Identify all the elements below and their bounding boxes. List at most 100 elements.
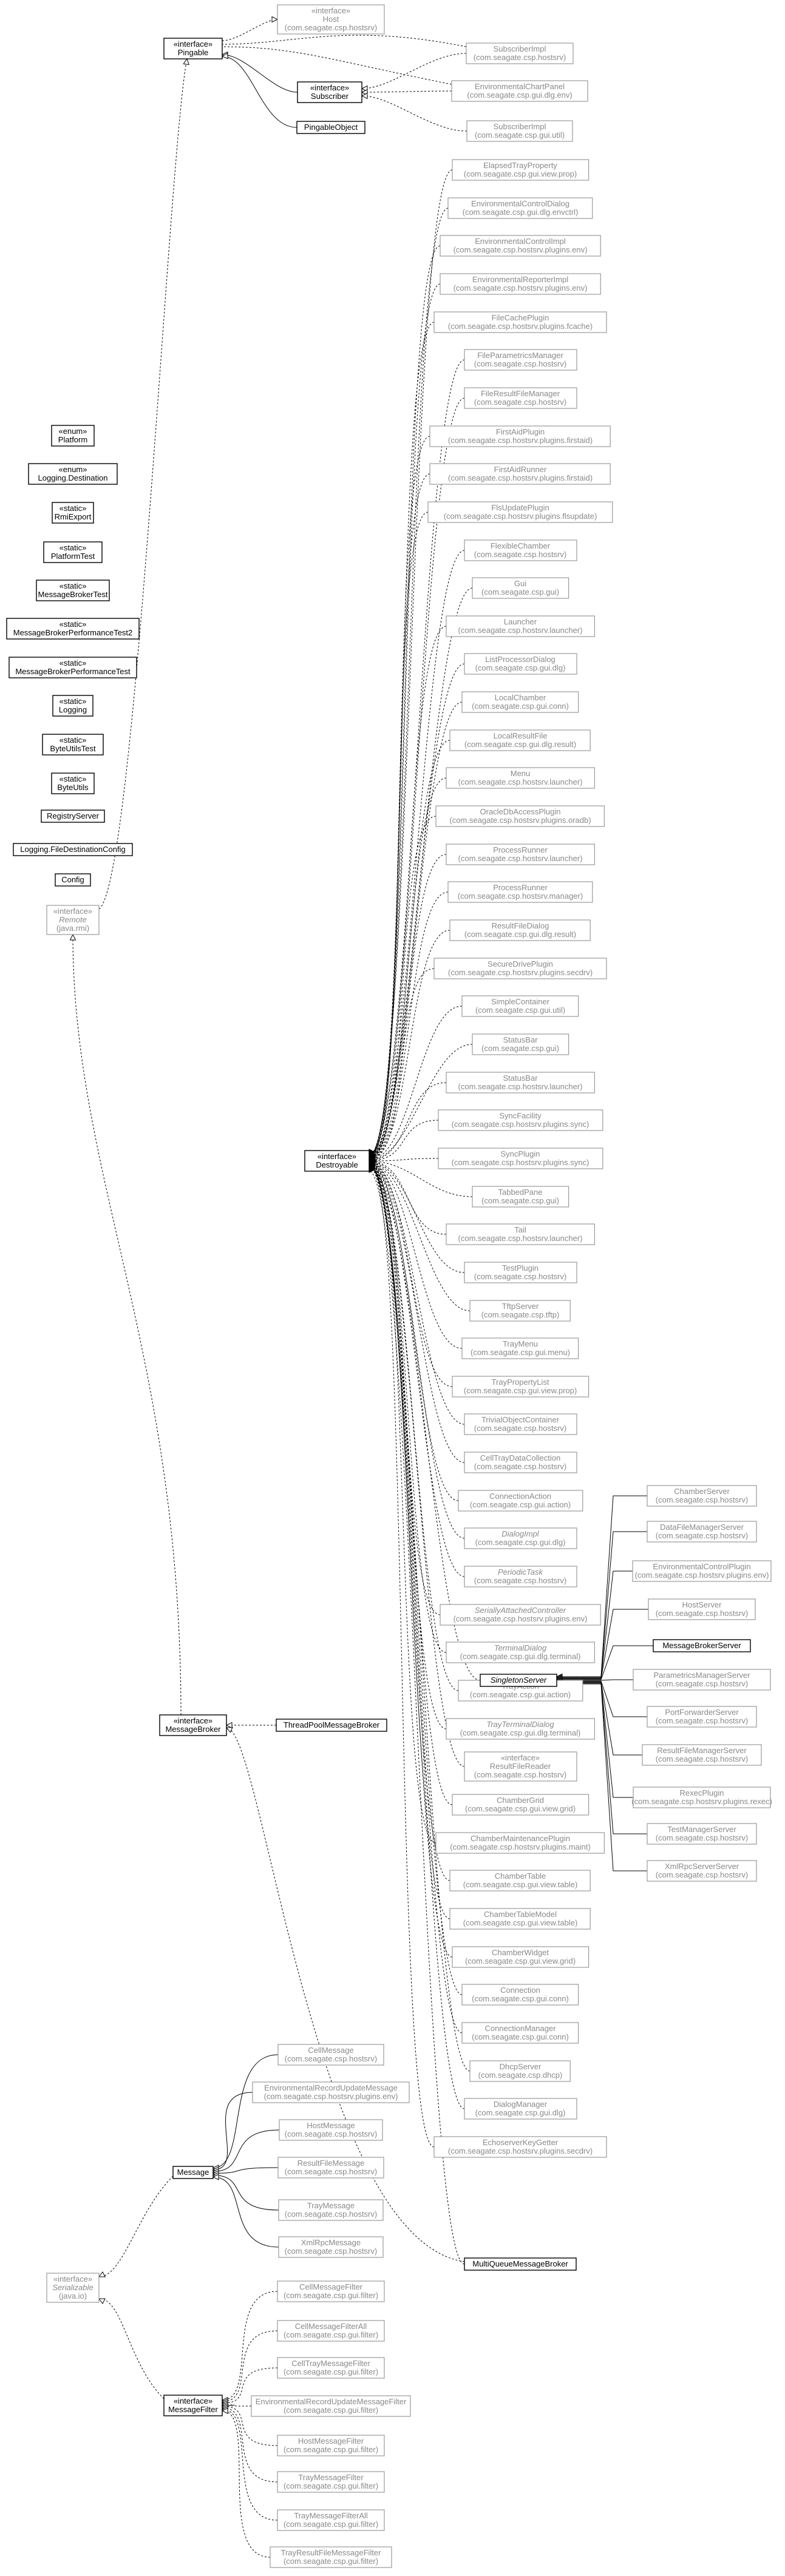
- class-environmentalrecordupdatemessage-m-1[interactable]: EnvironmentalRecordUpdateMessage(com.sea…: [252, 2081, 410, 2103]
- class-traymessagefilter-f-5[interactable]: TrayMessageFilter(com.seagate.csp.gui.fi…: [277, 2471, 385, 2493]
- class-environmentalreporterimpl-d-3[interactable]: EnvironmentalReporterImpl(com.seagate.cs…: [440, 273, 601, 295]
- class-dialogmanager-d-51[interactable]: DialogManager(com.seagate.csp.gui.dlg): [464, 2098, 577, 2120]
- class-messagebrokerserver-s-4[interactable]: MessageBrokerServer: [653, 1639, 751, 1652]
- class-connection-d-48[interactable]: Connection(com.seagate.csp.gui.conn): [461, 1984, 579, 2006]
- class-terminaldialog-d-39[interactable]: TerminalDialog(com.seagate.csp.gui.dlg.t…: [446, 1641, 595, 1663]
- class-resultfilereader-d-42[interactable]: «interface»ResultFileReader(com.seagate.…: [464, 1751, 577, 1782]
- class-trivialobjectcontainer-d-33[interactable]: TrivialObjectContainer(com.seagate.csp.h…: [464, 1413, 577, 1435]
- class-tabbedpane-d-27[interactable]: TabbedPane(com.seagate.csp.gui): [472, 1186, 569, 1208]
- class-syncplugin-d-26[interactable]: SyncPlugin(com.seagate.csp.hostsrv.plugi…: [438, 1148, 603, 1169]
- class-messagebrokerperformancetest2-5[interactable]: «static»MessageBrokerPerformanceTest2: [6, 618, 140, 640]
- class-environmentalcontrolplugin-s-2[interactable]: EnvironmentalControlPlugin(com.seagate.c…: [632, 1560, 772, 1582]
- class-dhcpserver-d-50[interactable]: DhcpServer(com.seagate.csp.dhcp): [469, 2060, 571, 2082]
- class-logging-destination-1[interactable]: «enum»Logging.Destination: [28, 463, 118, 485]
- class-pingable[interactable]: «interface»Pingable: [163, 38, 223, 59]
- class-portforwarderserver-s-6[interactable]: PortForwarderServer(com.seagate.csp.host…: [647, 1706, 757, 1728]
- class-flexiblechamber-d-10[interactable]: FlexibleChamber(com.seagate.csp.hostsrv): [464, 539, 577, 561]
- class-subscriberimpl-sub-0[interactable]: SubscriberImpl(com.seagate.csp.hostsrv): [466, 42, 574, 64]
- class-environmentalcontrolimpl-d-2[interactable]: EnvironmentalControlImpl(com.seagate.csp…: [440, 235, 601, 257]
- class-chambertablemodel-d-46[interactable]: ChamberTableModel(com.seagate.csp.gui.vi…: [449, 1908, 591, 1930]
- class-xmlrpcmessage-m-5[interactable]: XmlRpcMessage(com.seagate.csp.hostsrv): [278, 2236, 384, 2258]
- class-gui-d-11[interactable]: Gui(com.seagate.csp.gui): [472, 577, 569, 599]
- class-resultfilemanagerserver-s-7[interactable]: ResultFileManagerServer(com.seagate.csp.…: [642, 1744, 762, 1766]
- class-threadpoolmessagebroker[interactable]: ThreadPoolMessageBroker: [276, 1719, 387, 1732]
- class-celltraydatacollection-d-34[interactable]: CellTrayDataCollection(com.seagate.csp.h…: [464, 1452, 577, 1473]
- class-filecacheplugin-d-4[interactable]: FileCachePlugin(com.seagate.csp.hostsrv.…: [433, 311, 607, 333]
- class-rmiexport-2[interactable]: «static»RmiExport: [52, 502, 94, 524]
- class-subscriber[interactable]: «interface»Subscriber: [297, 81, 362, 103]
- class-traypropertylist-d-32[interactable]: TrayPropertyList(com.seagate.csp.gui.vie…: [452, 1376, 590, 1398]
- class-hostmessage-m-2[interactable]: HostMessage(com.seagate.csp.hostsrv): [279, 2119, 383, 2141]
- class-logging-filedestinationconfig-11[interactable]: Logging.FileDestinationConfig: [13, 843, 133, 856]
- class-resultfilemessage-m-3[interactable]: ResultFileMessage(com.seagate.csp.hostsr…: [277, 2157, 384, 2179]
- class-seriallyattachedcontroller-d-38[interactable]: SeriallyAttachedController(com.seagate.c…: [440, 1604, 601, 1626]
- class-rexecplugin-s-8[interactable]: RexecPlugin(com.seagate.csp.hostsrv.plug…: [631, 1787, 772, 1808]
- class-environmentalchartpanel-sub-1[interactable]: EnvironmentalChartPanel(com.seagate.csp.…: [451, 80, 588, 102]
- class-message[interactable]: Message: [172, 2166, 214, 2179]
- class-byteutilstest-8[interactable]: «static»ByteUtilsTest: [42, 734, 104, 756]
- class-host[interactable]: «interface»Host(com.seagate.csp.hostsrv): [277, 4, 385, 35]
- class-oracledbaccessplugin-d-17[interactable]: OracleDbAccessPlugin(com.seagate.csp.hos…: [435, 805, 605, 827]
- class-fileparametricsmanager-d-5[interactable]: FileParametricsManager(com.seagate.csp.h…: [464, 349, 577, 371]
- class-cellmessagefilter-f-0[interactable]: CellMessageFilter(com.seagate.csp.gui.fi…: [277, 2280, 385, 2302]
- class-dialogimpl-d-36[interactable]: DialogImpl(com.seagate.csp.gui.dlg): [464, 1527, 577, 1549]
- class-messagebrokerperformancetest-6[interactable]: «static»MessageBrokerPerformanceTest: [8, 657, 137, 678]
- class-traymenu-d-31[interactable]: TrayMenu(com.seagate.csp.gui.menu): [461, 1337, 579, 1359]
- class-config-12[interactable]: Config: [55, 873, 91, 887]
- class-platformtest-3[interactable]: «static»PlatformTest: [43, 541, 103, 563]
- class-connectionaction-d-35[interactable]: ConnectionAction(com.seagate.csp.gui.act…: [458, 1490, 583, 1512]
- class-securedriveplugin-d-21[interactable]: SecureDrivePlugin(com.seagate.csp.hostsr…: [433, 958, 607, 979]
- class-chambertable-d-45[interactable]: ChamberTable(com.seagate.csp.gui.view.ta…: [449, 1870, 591, 1891]
- class-syncfacility-d-25[interactable]: SyncFacility(com.seagate.csp.hostsrv.plu…: [438, 1109, 603, 1131]
- class-chambergrid-d-43[interactable]: ChamberGrid(com.seagate.csp.gui.view.gri…: [452, 1794, 590, 1816]
- class-connectionmanager-d-49[interactable]: ConnectionManager(com.seagate.csp.gui.co…: [461, 2022, 579, 2044]
- class-datafilemanagerserver-s-1[interactable]: DataFileManagerServer(com.seagate.csp.ho…: [647, 1521, 757, 1543]
- class-environmentalrecordupdatemessagefilter-f-3[interactable]: EnvironmentalRecordUpdateMessageFilter(c…: [251, 2395, 411, 2417]
- class-localchamber-d-14[interactable]: LocalChamber(com.seagate.csp.gui.conn): [461, 691, 579, 713]
- class-testplugin-d-29[interactable]: TestPlugin(com.seagate.csp.hostsrv): [464, 1262, 577, 1283]
- class-messagebrokertest-4[interactable]: «static»MessageBrokerTest: [36, 580, 110, 601]
- class-traymessage-m-4[interactable]: TrayMessage(com.seagate.csp.hostsrv): [278, 2199, 384, 2221]
- class-subscriberimpl-sub-2[interactable]: SubscriberImpl(com.seagate.csp.gui.util): [466, 120, 573, 142]
- class-messagebroker[interactable]: «interface»MessageBroker: [159, 1714, 227, 1736]
- class-byteutils-9[interactable]: «static»ByteUtils: [51, 772, 95, 794]
- class-destroyable[interactable]: «interface»Destroyable: [304, 1150, 370, 1172]
- class-parametricsmanagerserver-s-5[interactable]: ParametricsManagerServer(com.seagate.csp…: [633, 1669, 771, 1691]
- class-firstaidrunner-d-8[interactable]: FirstAidRunner(com.seagate.csp.hostsrv.p…: [429, 463, 611, 485]
- class-hostserver-s-3[interactable]: HostServer(com.seagate.csp.hostsrv): [648, 1598, 756, 1620]
- class-fileresultfilemanager-d-6[interactable]: FileResultFileManager(com.seagate.csp.ho…: [464, 387, 577, 409]
- class-statusbar-d-23[interactable]: StatusBar(com.seagate.csp.gui): [472, 1033, 569, 1055]
- class-statusbar-d-24[interactable]: StatusBar(com.seagate.csp.hostsrv.launch…: [446, 1072, 595, 1094]
- class-chamberserver-s-0[interactable]: ChamberServer(com.seagate.csp.hostsrv): [647, 1485, 757, 1507]
- class-elapsedtrayproperty-d-0[interactable]: ElapsedTrayProperty(com.seagate.csp.gui.…: [452, 159, 590, 181]
- class-cellmessage-m-0[interactable]: CellMessage(com.seagate.csp.hostsrv): [277, 2044, 384, 2066]
- class-resultfiledialog-d-20[interactable]: ResultFileDialog(com.seagate.csp.gui.dlg…: [449, 919, 591, 941]
- class-echoserverkeygetter-d-52[interactable]: EchoserverKeyGetter(com.seagate.csp.host…: [433, 2136, 607, 2158]
- class-celltraymessagefilter-f-2[interactable]: CellTrayMessageFilter(com.seagate.csp.gu…: [277, 2357, 385, 2379]
- class-simplecontainer-d-22[interactable]: SimpleContainer(com.seagate.csp.gui.util…: [461, 995, 579, 1017]
- class-singletonserver[interactable]: SingletonServer: [480, 1674, 557, 1687]
- class-registryserver-10[interactable]: RegistryServer: [41, 810, 105, 823]
- class-processrunner-d-19[interactable]: ProcessRunner(com.seagate.csp.hostsrv.ma…: [447, 881, 593, 903]
- class-listprocessordialog-d-13[interactable]: ListProcessorDialog(com.seagate.csp.gui.…: [464, 653, 577, 675]
- class-messagefilter[interactable]: «interface»MessageFilter: [163, 2395, 223, 2416]
- class-processrunner-d-18[interactable]: ProcessRunner(com.seagate.csp.hostsrv.la…: [446, 843, 595, 865]
- class-localresultfile-d-15[interactable]: LocalResultFile(com.seagate.csp.gui.dlg.…: [449, 729, 591, 751]
- class-tftpserver-d-30[interactable]: TftpServer(com.seagate.csp.tftp): [469, 1300, 571, 1322]
- class-xmlrpcserverserver-s-10[interactable]: XmlRpcServerServer(com.seagate.csp.hosts…: [647, 1860, 757, 1882]
- class-traymessagefilterall-f-6[interactable]: TrayMessageFilterAll(com.seagate.csp.gui…: [277, 2509, 385, 2531]
- class-remote[interactable]: «interface»Remote(java.rmi): [46, 905, 100, 935]
- class-testmanagerserver-s-9[interactable]: TestManagerServer(com.seagate.csp.hostsr…: [647, 1823, 757, 1845]
- class-periodictask-d-37[interactable]: PeriodicTask(com.seagate.csp.hostsrv): [464, 1566, 577, 1587]
- class-trayterminaldialog-d-41[interactable]: TrayTerminalDialog(com.seagate.csp.gui.d…: [446, 1718, 595, 1740]
- class-hostmessagefilter-f-4[interactable]: HostMessageFilter(com.seagate.csp.gui.fi…: [277, 2435, 385, 2456]
- class-tail-d-28[interactable]: Tail(com.seagate.csp.hostsrv.launcher): [446, 1223, 595, 1245]
- class-flsupdateplugin-d-9[interactable]: FlsUpdatePlugin(com.seagate.csp.hostsrv.…: [427, 501, 613, 523]
- class-logging-7[interactable]: «static»Logging: [52, 695, 93, 717]
- class-serializable[interactable]: «interface»Serializable(java.io): [46, 2273, 100, 2303]
- class-chamberwidget-d-47[interactable]: ChamberWidget(com.seagate.csp.gui.view.g…: [452, 1946, 590, 1968]
- class-chambermaintenanceplugin-d-44[interactable]: ChamberMaintenancePlugin(com.seagate.csp…: [435, 1832, 605, 1854]
- class-menu-d-16[interactable]: Menu(com.seagate.csp.hostsrv.launcher): [446, 767, 595, 789]
- class-cellmessagefilterall-f-1[interactable]: CellMessageFilterAll(com.seagate.csp.gui…: [277, 2320, 385, 2342]
- class-firstaidplugin-d-7[interactable]: FirstAidPlugin(com.seagate.csp.hostsrv.p…: [429, 425, 611, 447]
